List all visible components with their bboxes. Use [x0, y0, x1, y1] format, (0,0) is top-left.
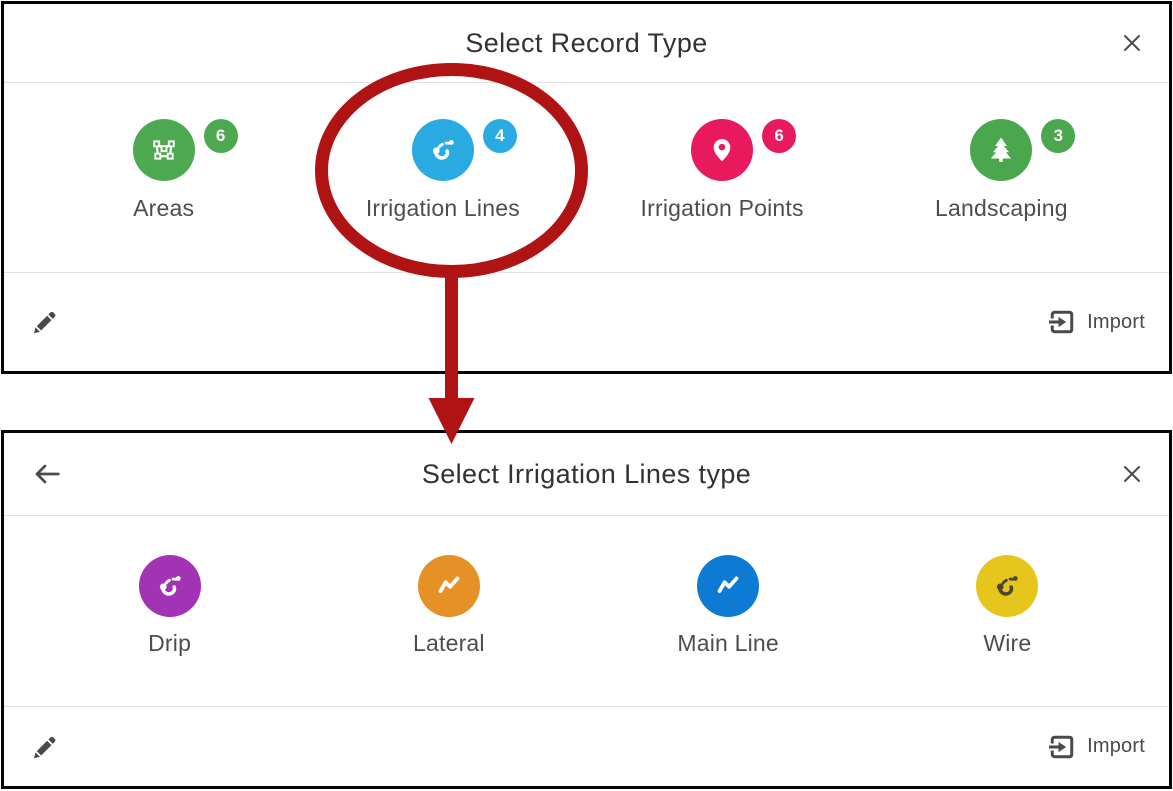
import-button[interactable]: Import — [1047, 732, 1145, 762]
curved-line-icon — [997, 576, 1019, 596]
curved-line-icon — [159, 576, 181, 596]
close-icon — [1124, 35, 1140, 51]
tile-label: Landscaping — [935, 195, 1068, 221]
import-button[interactable]: Import — [1047, 307, 1145, 337]
pencil-icon — [34, 736, 56, 758]
tile-label: Main Line — [677, 630, 779, 656]
tile-main-line[interactable]: Main Line — [589, 516, 868, 657]
dialog-header: Select Record Type — [4, 4, 1169, 83]
import-icon — [1049, 735, 1074, 758]
close-button[interactable] — [1117, 28, 1147, 58]
import-icon — [1049, 310, 1074, 334]
count-badge: 3 — [1041, 119, 1076, 153]
zigzag-line-icon — [438, 576, 460, 593]
close-icon — [1124, 466, 1140, 482]
back-button[interactable] — [30, 457, 64, 491]
tile-wire[interactable]: Wire — [868, 516, 1147, 657]
select-record-type-dialog: Select Record Type — [1, 1, 1172, 374]
close-button[interactable] — [1117, 459, 1147, 489]
pine-tree-icon — [991, 137, 1012, 162]
import-label: Import — [1087, 310, 1145, 333]
count-badge: 4 — [482, 119, 517, 153]
zigzag-line-icon — [717, 576, 739, 593]
dialog-footer: Import — [4, 272, 1169, 371]
polygon-areas-icon — [152, 140, 175, 160]
tile-landscaping[interactable]: 3 Landscaping — [862, 83, 1141, 222]
dialog-header: Select Irrigation Lines type — [4, 433, 1169, 516]
curved-line-icon — [432, 140, 454, 160]
dialog-footer: Import — [4, 706, 1169, 786]
tile-lateral[interactable]: Lateral — [309, 516, 588, 657]
tile-label: Areas — [133, 195, 195, 221]
record-type-list: 6 Areas 4 Irrigation Lin — [4, 83, 1169, 222]
map-pin-icon — [713, 139, 731, 162]
pencil-icon — [34, 311, 56, 334]
tile-irrigation-lines[interactable]: 4 Irrigation Lines — [303, 83, 582, 222]
tile-label: Drip — [148, 630, 192, 656]
tile-areas[interactable]: 6 Areas — [24, 83, 303, 222]
count-badge: 6 — [762, 119, 797, 153]
edit-button[interactable] — [28, 305, 62, 339]
tile-drip[interactable]: Drip — [30, 516, 309, 657]
tile-irrigation-points[interactable]: 6 Irrigation Points — [583, 83, 862, 222]
edit-button[interactable] — [28, 730, 62, 764]
tile-label: Lateral — [413, 630, 485, 656]
tile-label: Wire — [983, 630, 1032, 656]
count-badge: 6 — [203, 119, 238, 153]
tile-label: Irrigation Lines — [365, 195, 520, 221]
import-label: Import — [1087, 735, 1145, 757]
select-irrigation-lines-type-dialog: Select Irrigation Lines type — [1, 430, 1172, 789]
back-arrow-icon — [35, 464, 60, 484]
line-type-list: Drip Lateral — [4, 516, 1169, 657]
tile-label: Irrigation Points — [640, 195, 804, 221]
dialog-title: Select Irrigation Lines type — [421, 458, 752, 489]
dialog-title: Select Record Type — [465, 27, 708, 58]
